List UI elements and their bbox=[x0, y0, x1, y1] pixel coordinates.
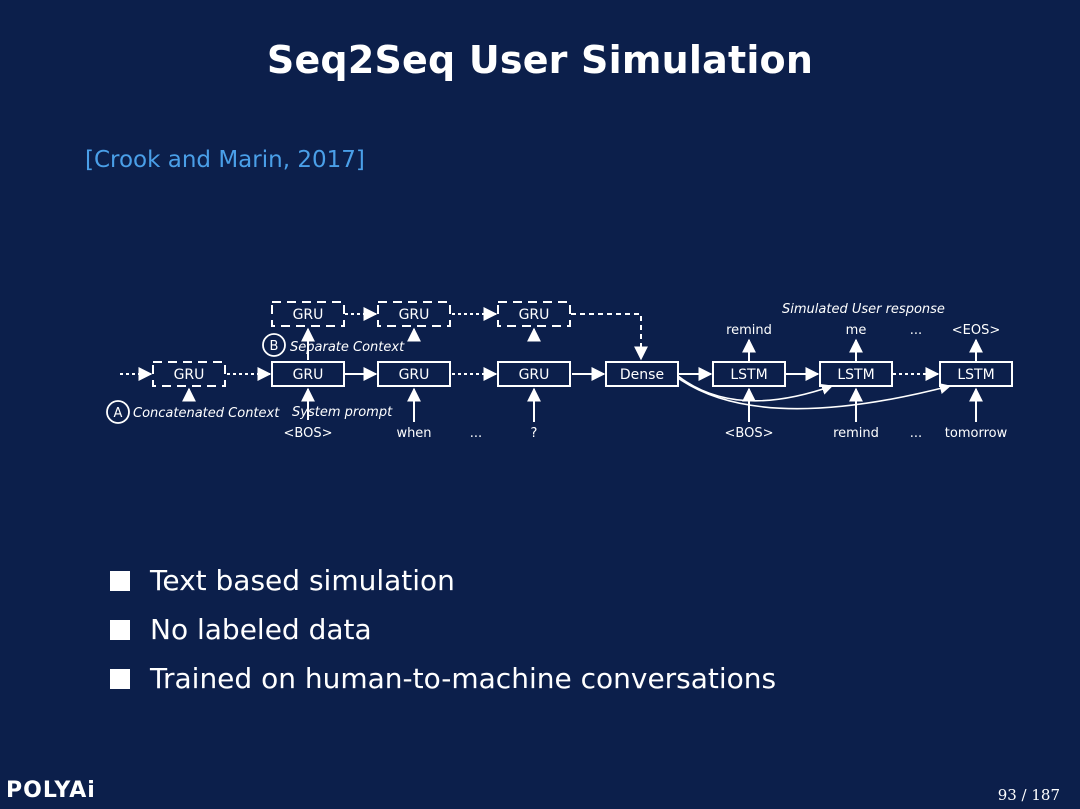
polyai-logo: POLYAi bbox=[6, 778, 96, 803]
label-a: A Concatenated Context bbox=[106, 400, 280, 424]
bullet-text: Trained on human-to-machine conversation… bbox=[150, 662, 777, 695]
svg-text:GRU: GRU bbox=[519, 367, 550, 383]
bullet-text: Text based simulation bbox=[150, 564, 455, 597]
lstm-node: LSTM bbox=[819, 361, 893, 387]
input-token: <BOS> bbox=[725, 426, 774, 441]
svg-text:GRU: GRU bbox=[293, 307, 324, 323]
bullet-item: Trained on human-to-machine conversation… bbox=[110, 654, 776, 703]
slide-title: Seq2Seq User Simulation bbox=[266, 38, 814, 82]
svg-text:GRU: GRU bbox=[174, 367, 205, 383]
gru-node: GRU bbox=[497, 361, 571, 387]
input-token: ... bbox=[910, 426, 922, 441]
square-bullet-icon bbox=[110, 668, 130, 689]
bullet-list: Text based simulation No labeled data Tr… bbox=[110, 556, 776, 703]
bullet-text: No labeled data bbox=[150, 613, 372, 646]
gru-node: GRU bbox=[377, 361, 451, 387]
svg-text:GRU: GRU bbox=[399, 307, 430, 323]
context-gru-node: GRU bbox=[497, 301, 571, 327]
svg-text:GRU: GRU bbox=[399, 367, 430, 383]
citation-link[interactable]: [Crook and Marin, 2017] bbox=[85, 147, 365, 173]
svg-text:Concatenated Context: Concatenated Context bbox=[133, 406, 280, 421]
response-label: Simulated User response bbox=[782, 302, 945, 317]
input-token: ... bbox=[470, 426, 482, 441]
square-bullet-icon bbox=[110, 570, 130, 591]
bullet-item: No labeled data bbox=[110, 605, 776, 654]
bullet-item: Text based simulation bbox=[110, 556, 776, 605]
input-token: remind bbox=[833, 426, 879, 441]
page-number: 93 / 187 bbox=[997, 786, 1060, 804]
lstm-node: LSTM bbox=[712, 361, 786, 387]
output-token: me bbox=[846, 323, 867, 338]
svg-text:A: A bbox=[114, 406, 123, 421]
input-token: <BOS> bbox=[284, 426, 333, 441]
svg-text:Separate Context: Separate Context bbox=[290, 340, 405, 355]
svg-text:LSTM: LSTM bbox=[957, 367, 994, 383]
svg-text:B: B bbox=[270, 339, 279, 354]
context-to-dense-arrow bbox=[571, 313, 648, 361]
context-gru-node: GRU bbox=[377, 301, 451, 327]
gru-node-concat: GRU bbox=[152, 361, 226, 387]
gru-node: GRU bbox=[271, 361, 345, 387]
svg-text:GRU: GRU bbox=[519, 307, 550, 323]
output-token: ... bbox=[910, 323, 922, 338]
label-b: B Separate Context bbox=[262, 333, 405, 357]
svg-text:LSTM: LSTM bbox=[730, 367, 767, 383]
input-token: tomorrow bbox=[945, 426, 1008, 441]
square-bullet-icon bbox=[110, 619, 130, 640]
output-token: <EOS> bbox=[952, 323, 1000, 338]
lstm-node: LSTM bbox=[939, 361, 1013, 387]
input-token: when bbox=[396, 426, 431, 441]
dense-node: Dense bbox=[605, 361, 679, 387]
output-token: remind bbox=[726, 323, 772, 338]
svg-text:GRU: GRU bbox=[293, 367, 324, 383]
svg-text:LSTM: LSTM bbox=[837, 367, 874, 383]
context-gru-node: GRU bbox=[271, 301, 345, 327]
svg-text:Dense: Dense bbox=[620, 367, 664, 383]
dense-curve-arrow bbox=[677, 377, 952, 410]
system-prompt-label: System prompt bbox=[292, 405, 393, 420]
input-token: ? bbox=[531, 426, 538, 441]
